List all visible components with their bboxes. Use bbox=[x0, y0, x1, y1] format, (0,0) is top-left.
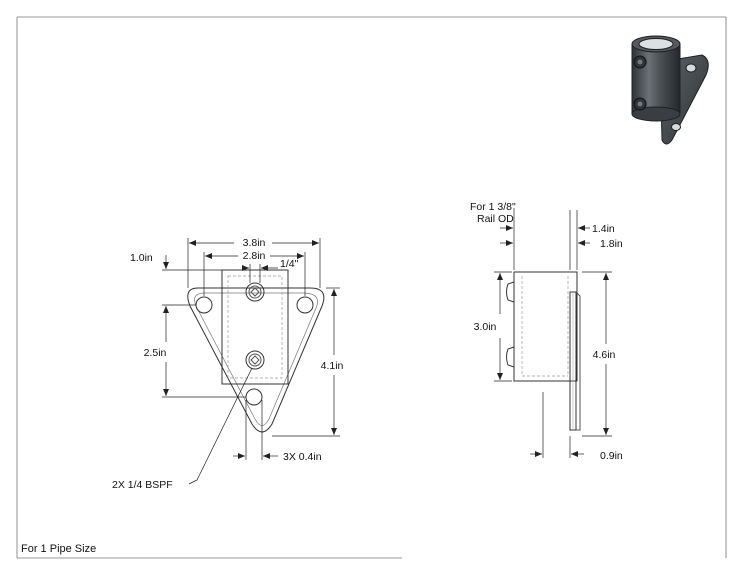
dim-plate-depth: 0.9in bbox=[600, 450, 623, 462]
front-plate-outline bbox=[187, 287, 325, 433]
sheet-frame bbox=[16, 16, 727, 559]
rail-note-line2: Rail OD bbox=[477, 213, 514, 225]
front-view bbox=[187, 269, 325, 433]
side-screw-bottom bbox=[506, 346, 515, 368]
front-screw-bottom bbox=[245, 350, 265, 370]
dim-screw: 1/4" bbox=[280, 258, 299, 270]
front-hole-bottom bbox=[245, 388, 263, 406]
callout-thread: 2X 1/4 BSPF bbox=[112, 479, 173, 491]
side-screw-top bbox=[506, 281, 515, 303]
iso-thumbnail bbox=[631, 35, 709, 145]
front-view-labels: 3.8in 2.8in 1/4" 1.0in 2.5in 4.1in 3X 0.… bbox=[112, 237, 344, 491]
dim-overall-width: 3.8in bbox=[243, 237, 266, 249]
dim-hole-height: 2.5in bbox=[144, 347, 167, 359]
dim-overall-height: 4.1in bbox=[321, 360, 344, 372]
side-view-dimensions bbox=[494, 208, 612, 458]
pipe-size-note: For 1 Pipe Size bbox=[21, 543, 96, 555]
dim-plate-height: 4.6in bbox=[593, 349, 616, 361]
front-screw-top bbox=[245, 282, 265, 302]
front-view-dimensions bbox=[162, 238, 340, 485]
front-socket-body bbox=[221, 269, 289, 385]
dim-hole-dia: 3X 0.4in bbox=[283, 451, 322, 463]
dim-plate-offset: 1.4in bbox=[592, 223, 615, 235]
front-hole-left bbox=[195, 296, 213, 314]
side-view bbox=[506, 271, 581, 431]
side-view-labels: For 1 3/8" Rail OD 1.4in 1.8in 3.0in 4.6… bbox=[470, 201, 623, 462]
dim-plate-offset-outer: 1.8in bbox=[600, 238, 623, 250]
front-hole-right bbox=[296, 296, 314, 314]
side-socket-body bbox=[513, 271, 578, 382]
dim-socket-height: 3.0in bbox=[474, 321, 497, 333]
dim-top-offset: 1.0in bbox=[130, 252, 153, 264]
rail-note-line1: For 1 3/8" bbox=[470, 201, 516, 213]
dim-hole-spacing: 2.8in bbox=[243, 250, 266, 262]
